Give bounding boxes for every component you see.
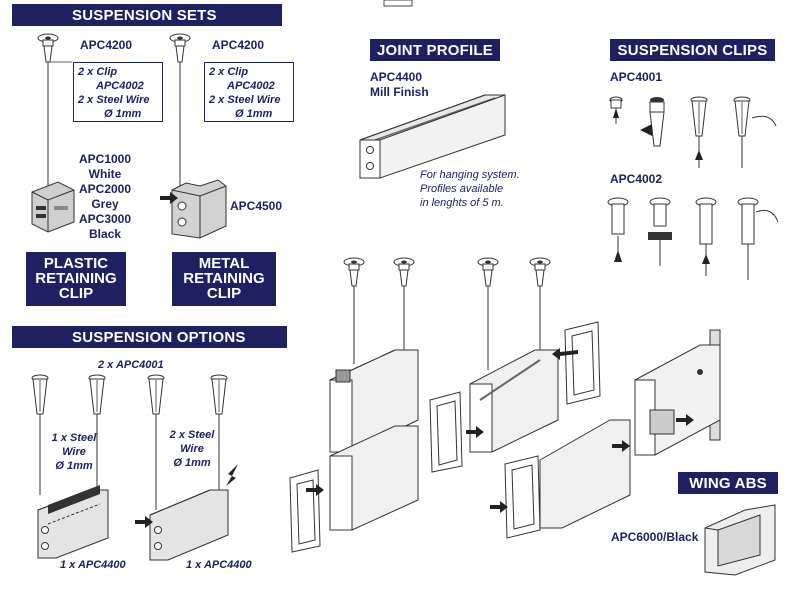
joint-profile-code: APC4400 (370, 70, 423, 84)
kit-line: 2 x Clip (78, 66, 118, 78)
wall-wing-assembly (612, 329, 721, 456)
joint-profile-header: JOINT PROFILE (370, 39, 500, 61)
caption-line: 2 x Steel (169, 429, 215, 441)
label-line: RETAINING (183, 270, 265, 287)
code-line: Grey (91, 197, 119, 211)
label-line: CLIP (206, 285, 242, 302)
left-wire-caption: 1 x Steel Wire Ø 1mm (46, 431, 102, 473)
kit-line: 2 x Steel Wire (209, 94, 281, 106)
right-wire-caption: 2 x Steel Wire Ø 1mm (164, 428, 220, 470)
metal-retaining-clip-label: METAL RETAINING CLIP (172, 252, 276, 306)
left-suspension-set (31, 33, 75, 233)
code-line: Black (88, 227, 122, 241)
suspension-options-header: SUSPENSION OPTIONS (12, 326, 287, 348)
code-line: White (88, 167, 122, 181)
left-kit-box: 2 x Clip APC4002 2 x Steel Wire Ø 1mm (73, 62, 163, 122)
wing-abs-header: WING ABS (678, 472, 778, 494)
caption-line: Wire (180, 443, 204, 455)
plastic-codes: APC1000 White APC2000 Grey APC3000 Black (74, 152, 136, 242)
clip-code-a: APC4001 (610, 70, 663, 84)
joint-profile-finish: Mill Finish (370, 85, 429, 99)
kit-line: Ø 1mm (104, 108, 142, 120)
note-line: in lenghts of 5 m. (420, 197, 504, 209)
code-line: APC2000 (78, 182, 132, 196)
caption-line: 1 x Steel (51, 432, 97, 444)
options-top-caption: 2 x APC4001 (98, 359, 164, 371)
suspension-sets-header: SUSPENSION SETS (12, 4, 282, 26)
joint-profile-bar (359, 94, 506, 179)
note-line: For hanging system. (420, 169, 520, 181)
label-line: PLASTIC (43, 255, 109, 272)
metal-clip-code: APC4500 (230, 199, 283, 213)
clip-code-b: APC4002 (610, 172, 663, 186)
left-set-code: APC4200 (80, 38, 133, 52)
kit-line: 2 x Steel Wire (78, 94, 150, 106)
code-line: APC1000 (78, 152, 132, 166)
right-suspension-set (160, 33, 227, 239)
code-line: APC3000 (78, 212, 132, 226)
kit-line: APC4002 (227, 80, 275, 92)
right-profile-caption: 1 x APC4400 (186, 559, 252, 571)
suspension-option-left (31, 374, 109, 559)
caption-line: Wire (62, 446, 86, 458)
right-set-code: APC4200 (212, 38, 265, 52)
suspension-clips-b (607, 197, 779, 280)
caption-line: Ø 1mm (173, 457, 211, 469)
caption-line: Ø 1mm (55, 460, 93, 472)
label-line: RETAINING (35, 270, 117, 287)
joint-profile-note: For hanging system. Profiles available i… (420, 168, 520, 210)
kit-line: APC4002 (96, 80, 144, 92)
label-line: METAL (198, 255, 250, 272)
wing-abs-part (704, 504, 776, 576)
kit-line: Ø 1mm (235, 108, 273, 120)
right-kit-box: 2 x Clip APC4002 2 x Steel Wire Ø 1mm (204, 62, 294, 122)
note-line: Profiles available (420, 183, 504, 195)
plastic-retaining-clip-label: PLASTIC RETAINING CLIP (26, 252, 126, 306)
label-line: CLIP (58, 285, 94, 302)
left-profile-caption: 1 x APC4400 (60, 559, 126, 571)
kit-line: 2 x Clip (209, 66, 249, 78)
suspension-option-right (135, 374, 238, 561)
wing-abs-code: APC6000/Black (611, 530, 699, 544)
central-assembly (289, 257, 631, 553)
suspension-clips-a (609, 96, 777, 168)
suspension-clips-header: SUSPENSION CLIPS (610, 39, 775, 61)
